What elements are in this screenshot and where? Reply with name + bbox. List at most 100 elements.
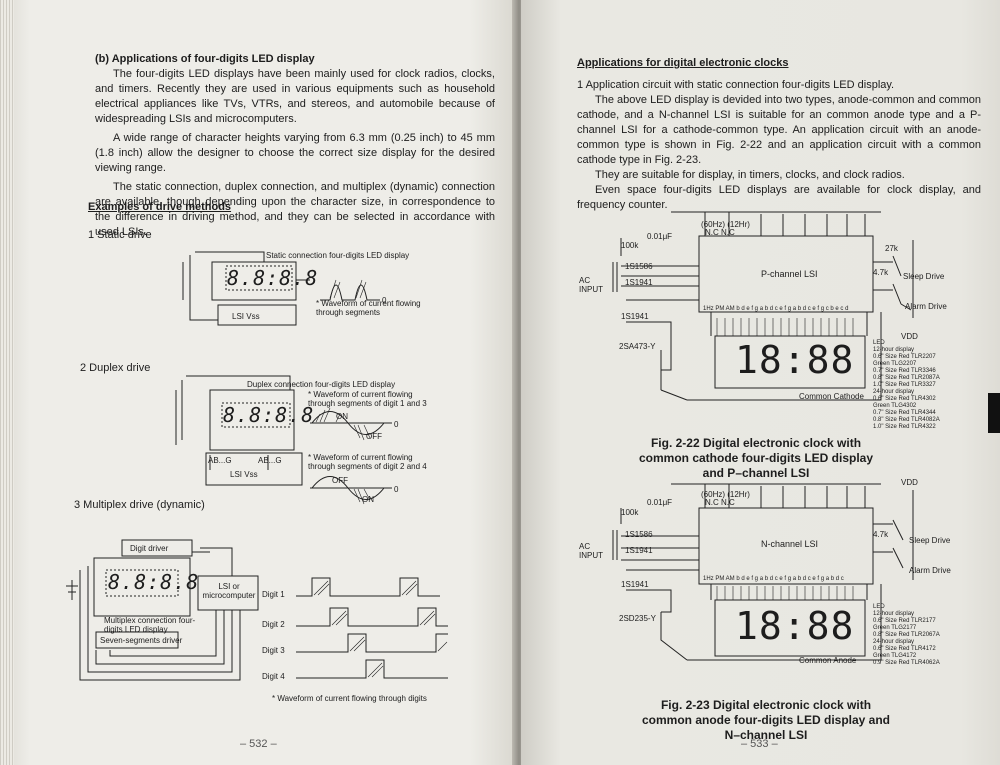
fig22-led-list-item: 0.8" Size Red TLR2087A [873, 375, 940, 381]
left-page-number: – 532 – [240, 738, 277, 750]
fig23-led-list-item: 0.6" Size Red TLR4172 [873, 646, 936, 652]
multiplex-led-digits: 8.8:8.8 [108, 570, 200, 594]
digit-2-label: Digit 2 [262, 620, 285, 629]
item-1-title: 1 Application circuit with static connec… [577, 79, 895, 91]
fig23-led-list-item: 0.9" Size Red TLR4062A [873, 660, 940, 666]
fig23-led-digits: 18:88 [735, 604, 855, 648]
fig23-diode-1S1586: 1S1586 [625, 530, 653, 539]
duplex-note-2: * Waveform of current flowing through se… [308, 453, 427, 471]
fig23-diode-1S1941-a: 1S1941 [625, 546, 653, 555]
duplex-off-label-2: OFF [332, 476, 348, 485]
duplex-on-label-2: ON [362, 495, 374, 504]
duplex-ab-g-1: AB...G [208, 456, 232, 465]
fig23-pin-row: 1Hz PM AM b d e f g a b d c e f g a b d … [703, 576, 844, 582]
fig23-nc: N.C N.C [705, 498, 735, 507]
section-b-paragraph-1: The four-digits LED displays have been m… [95, 68, 495, 125]
multiplex-drive-diagram [314, 581, 447, 677]
fig22-led-list-item: LED [873, 340, 885, 346]
fig22-ac-input: AC INPUT [579, 276, 603, 294]
duplex-zero-label-1: 0 [394, 420, 399, 429]
right-intro: 1 Application circuit with static connec… [577, 78, 981, 213]
fig-2-22-caption: Fig. 2-22 Digital electronic clock with … [638, 436, 874, 480]
duplex-led-digits: 8.8:8.8 [223, 403, 315, 427]
fig23-resistor-4-7k: 4.7k [873, 530, 889, 539]
fig22-diode-1S1941-b: 1S1941 [621, 312, 649, 321]
fig23-capacitor: 0.01μF [647, 498, 673, 507]
fig23-led-list-item: 12-hour display [873, 611, 915, 617]
fig22-pin-row: 1Hz PM AM b d e f g a b d c e f g a b d … [703, 306, 849, 312]
fig22-resistor-100k: 100k [621, 241, 639, 250]
fig22-led-list-item: Green TLG4302 [873, 403, 917, 409]
fig23-led-list-item: Green TLG4172 [873, 653, 917, 659]
fig22-diode-1S1941-a: 1S1941 [625, 278, 653, 287]
right-page-number: – 533 – [741, 738, 778, 750]
fig23-sleep-drive: Sleep Drive [909, 536, 951, 545]
fig22-led-list-item: Green TLG2207 [873, 361, 917, 367]
section-b: (b) Applications of four-digits LED disp… [95, 52, 495, 240]
lsi-microcomputer-label: LSI or microcomputer [202, 582, 256, 600]
fig22-led-digits: 18:88 [735, 338, 855, 382]
fig22-resistor-4-7k: 4.7k [873, 268, 889, 277]
static-waveform-note: * Waveform of current flowing through se… [316, 299, 421, 317]
fig23-alarm-drive: Alarm Drive [909, 566, 951, 575]
right-paragraph-3: Even space four-digits LED displays are … [577, 184, 981, 211]
right-paragraph-2: They are suitable for display, in timers… [595, 169, 905, 181]
fig22-led-list-item: 0.6" Size Red TLR2207 [873, 354, 936, 360]
examples-heading: Examples of drive methods [88, 201, 232, 213]
bookmark-tab [988, 393, 1000, 433]
fig22-led-list-item: 12-hour display [873, 347, 915, 353]
fig23-led-list-item: 0.6" Size Red TLR2177 [873, 618, 936, 624]
section-b-paragraph-2: A wide range of character heights varyin… [95, 132, 495, 174]
fig-2-23-circuit [612, 483, 914, 661]
right-paragraph-1: The above LED display is devided into tw… [577, 94, 981, 166]
page-edge-stack [0, 0, 14, 765]
fig22-led-list-item: 0.6" Size Red TLR4302 [873, 396, 936, 402]
duplex-zero-label-2: 0 [394, 485, 399, 494]
digit-driver-label: Digit driver [130, 544, 169, 553]
fig22-diode-1S1586: 1S1586 [625, 262, 653, 271]
digit-1-label: Digit 1 [262, 590, 285, 599]
digit-3-label: Digit 3 [262, 646, 285, 655]
static-drive-title: 1 Static drive [88, 229, 152, 241]
static-zero-label: 0 [382, 296, 387, 305]
multiplex-display-label: Multiplex connection four-digits LED dis… [104, 616, 196, 634]
multiplex-waveform-note: * Waveform of current flowing through di… [272, 694, 427, 703]
fig22-common-cathode: Common Cathode [799, 392, 864, 401]
section-b-heading: (b) Applications of four-digits LED disp… [95, 53, 315, 65]
fig22-led-list-item: 24-hour display [873, 389, 915, 395]
multiplex-drive-title: 3 Multiplex drive (dynamic) [74, 499, 205, 511]
fig23-common-anode: Common Anode [799, 656, 857, 665]
right-page: Applications for digital electronic cloc… [521, 0, 1000, 765]
fig22-led-list-item: 1.0" Size Red TLR4322 [873, 424, 936, 430]
fig23-led-list-item: Green TLG2177 [873, 625, 917, 631]
duplex-on-label-1: ON [336, 412, 348, 421]
fig22-led-list-item: 0.8" Size Red TLR4082A [873, 417, 940, 423]
fig-2-23-caption: Fig. 2-23 Digital electronic clock with … [641, 698, 890, 742]
seven-segments-driver-label: Seven-segments driver [100, 636, 183, 645]
fig22-transistor: 2SA473-Y [619, 342, 656, 351]
fig22-led-list-item: 0.7" Size Red TLR3346 [873, 368, 936, 374]
duplex-drive-diagram [316, 408, 370, 504]
digit-4-label: Digit 4 [262, 672, 285, 681]
fig23-led-list: LED 12-hour display 0.6" Size Red TLR217… [873, 604, 940, 667]
duplex-lsi-label: LSI Vss [230, 470, 258, 479]
fig22-sleep-drive: Sleep Drive [903, 272, 945, 281]
duplex-drive-title: 2 Duplex drive [80, 362, 151, 374]
fig23-resistor-100k: 100k [621, 508, 639, 517]
duplex-display-label: Duplex connection four-digits LED displa… [247, 380, 396, 389]
left-page: (b) Applications of four-digits LED disp… [0, 0, 517, 765]
fig23-diode-1S1941-b: 1S1941 [621, 580, 649, 589]
fig-2-22-circuit [612, 211, 914, 401]
fig22-led-list-item: 0.7" Size Red TLR4344 [873, 410, 936, 416]
fig23-led-list-item: 24-hour display [873, 639, 915, 645]
fig22-lsi-label: P-channel LSI [761, 269, 818, 279]
fig23-freq: (60Hz) (12Hr) [701, 490, 750, 499]
fig22-led-list-item: 1.0" Size Red TLR3327 [873, 382, 936, 388]
fig23-ac-input: AC INPUT [579, 542, 603, 560]
static-led-digits: 8.8:8.8 [227, 266, 319, 290]
static-drive-diagram [330, 280, 366, 298]
fig22-vdd: VDD [901, 332, 918, 341]
duplex-off-label-1: OFF [366, 432, 382, 441]
fig22-led-list: LED 12-hour display 0.6" Size Red TLR220… [873, 340, 940, 431]
